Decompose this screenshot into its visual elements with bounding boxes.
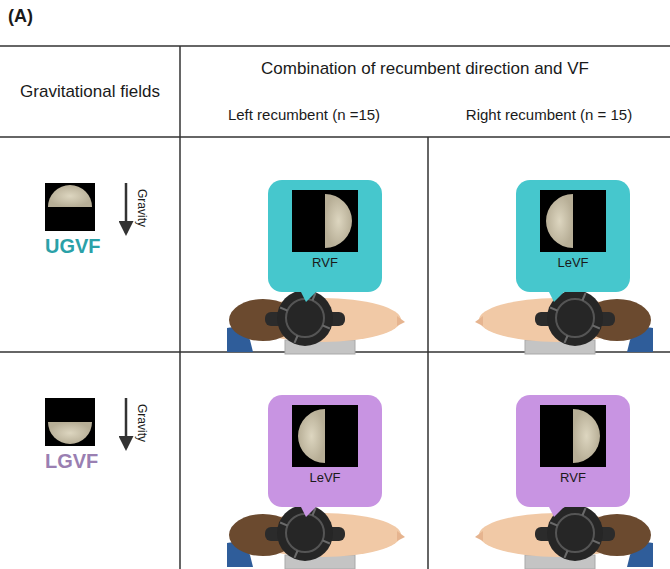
subheader-cell: Left recumbent (n =15) xyxy=(180,92,428,137)
grid-line xyxy=(427,137,429,569)
header-cell: Combination of recumbent direction and V… xyxy=(180,46,670,92)
visual-field-label: LeVF xyxy=(516,256,630,271)
recumbent-head xyxy=(227,290,405,354)
field-name: LGVF xyxy=(45,450,98,473)
table-grid xyxy=(0,46,670,569)
gravity-label: Gravity xyxy=(134,189,148,227)
callout-bubble: RVF xyxy=(516,395,630,507)
visual-field-stimulus xyxy=(540,190,606,252)
panel-label: (A) xyxy=(8,6,33,27)
header-text: Combination of recumbent direction and V… xyxy=(261,59,589,79)
visual-field-label: RVF xyxy=(516,471,630,486)
recumbent-head xyxy=(475,505,653,569)
field-name: UGVF xyxy=(45,235,101,258)
visual-field-label: RVF xyxy=(268,256,382,271)
grid-line xyxy=(0,45,670,47)
visual-field-stimulus xyxy=(292,405,358,467)
callout-bubble: LeVF xyxy=(516,180,630,292)
field-cell: GravityLGVF xyxy=(0,352,180,569)
subheader-cell: Right recumbent (n = 15) xyxy=(428,92,670,137)
grid-line xyxy=(0,136,670,138)
visual-field-stimulus xyxy=(292,190,358,252)
recumbent-head xyxy=(475,290,653,354)
recumbent-head xyxy=(227,505,405,569)
grid-line xyxy=(179,46,181,569)
header-cell: Gravitational fields xyxy=(0,46,180,137)
visual-field-label: LeVF xyxy=(268,471,382,486)
header-text: Left recumbent (n =15) xyxy=(228,106,380,123)
header-text: Right recumbent (n = 15) xyxy=(466,106,632,123)
callout-bubble: LeVF xyxy=(268,395,382,507)
visual-field-stimulus xyxy=(540,405,606,467)
gravity-icon xyxy=(45,183,126,233)
gravity-icon xyxy=(45,398,126,448)
callout-bubble: RVF xyxy=(268,180,382,292)
field-cell: GravityUGVF xyxy=(0,137,180,352)
gravity-label: Gravity xyxy=(134,404,148,442)
header-text: Gravitational fields xyxy=(20,82,160,102)
